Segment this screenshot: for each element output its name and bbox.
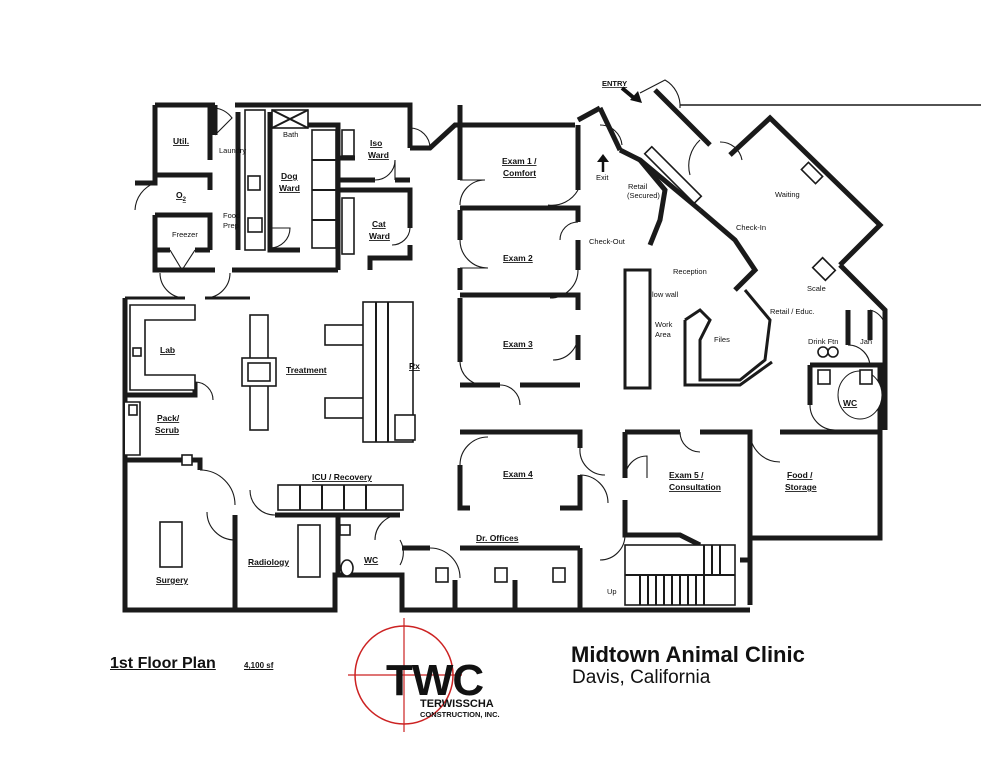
label-dr-offices: Dr. Offices [476,533,519,543]
label-reception: Reception [673,267,707,276]
label-drink-ftn: Drink Ftn [808,337,838,346]
door-swings [134,79,886,579]
label-o2: O2 [176,190,187,203]
label-check-out: Check-Out [589,237,626,246]
label-surgery: Surgery [156,575,188,585]
label-food-storage-2: Storage [785,482,817,492]
twc-logo: TWC TERWISSCHA CONSTRUCTION, INC. [348,618,500,732]
label-exam5-2: Consultation [669,482,721,492]
label-check-in: Check-In [736,223,766,232]
label-food-prep-2: Prep [223,221,239,230]
entry-arrow-icon [620,86,642,103]
label-up: Up [607,587,617,596]
label-util: Util. [173,136,189,146]
label-scale: Scale [807,284,826,293]
label-exam2: Exam 2 [503,253,533,263]
label-laundry: Laundry [219,146,246,155]
label-retail-secured-2: (Secured) [627,191,660,200]
logo-letters: TWC [386,656,483,705]
label-exam4: Exam 4 [503,469,533,479]
label-wc-public: WC [843,398,857,408]
label-exam1-2: Comfort [503,168,536,178]
label-dog-ward-1: Dog [281,171,298,181]
label-treatment: Treatment [286,365,327,375]
label-waiting: Waiting [775,190,800,199]
label-bath: Bath [283,130,298,139]
label-dog-ward-2: Ward [279,183,300,193]
label-jan: Jan [860,337,872,346]
label-food-prep-1: Food [223,211,240,220]
fixtures [125,109,883,606]
label-cat-ward-2: Ward [369,231,390,241]
label-exam5-1: Exam 5 / [669,470,704,480]
label-radiology: Radiology [248,557,289,567]
label-icu-recovery: ICU / Recovery [312,472,372,482]
label-cat-ward-1: Cat [372,219,386,229]
label-wc-staff: WC [364,555,378,565]
walls [122,88,981,613]
exit-arrow-icon [597,154,609,172]
room-labels: Util. O2 Freezer Laundry Food Prep Bath … [155,79,872,596]
label-entry: ENTRY [602,79,627,88]
logo-company-line1: TERWISSCHA [420,698,494,710]
label-retail-secured-1: Retail [628,182,648,191]
logo-company-line2: CONSTRUCTION, INC. [420,710,500,719]
label-pack-scrub-1: Pack/ [157,413,180,423]
label-files: Files [714,335,730,344]
label-exit: Exit [596,173,609,182]
label-freezer: Freezer [172,230,198,239]
label-rx: Rx [409,361,420,371]
label-low-wall: low wall [652,290,679,299]
label-exam1-1: Exam 1 / [502,156,537,166]
label-work-area-1: Work [655,320,673,329]
label-retail-educ: Retail / Educ. [770,307,815,316]
label-iso-ward-1: Iso [370,138,382,148]
label-exam3: Exam 3 [503,339,533,349]
label-food-storage-1: Food / [787,470,813,480]
label-pack-scrub-2: Scrub [155,425,179,435]
label-iso-ward-2: Ward [368,150,389,160]
label-work-area-2: Area [655,330,672,339]
label-lab: Lab [160,345,175,355]
